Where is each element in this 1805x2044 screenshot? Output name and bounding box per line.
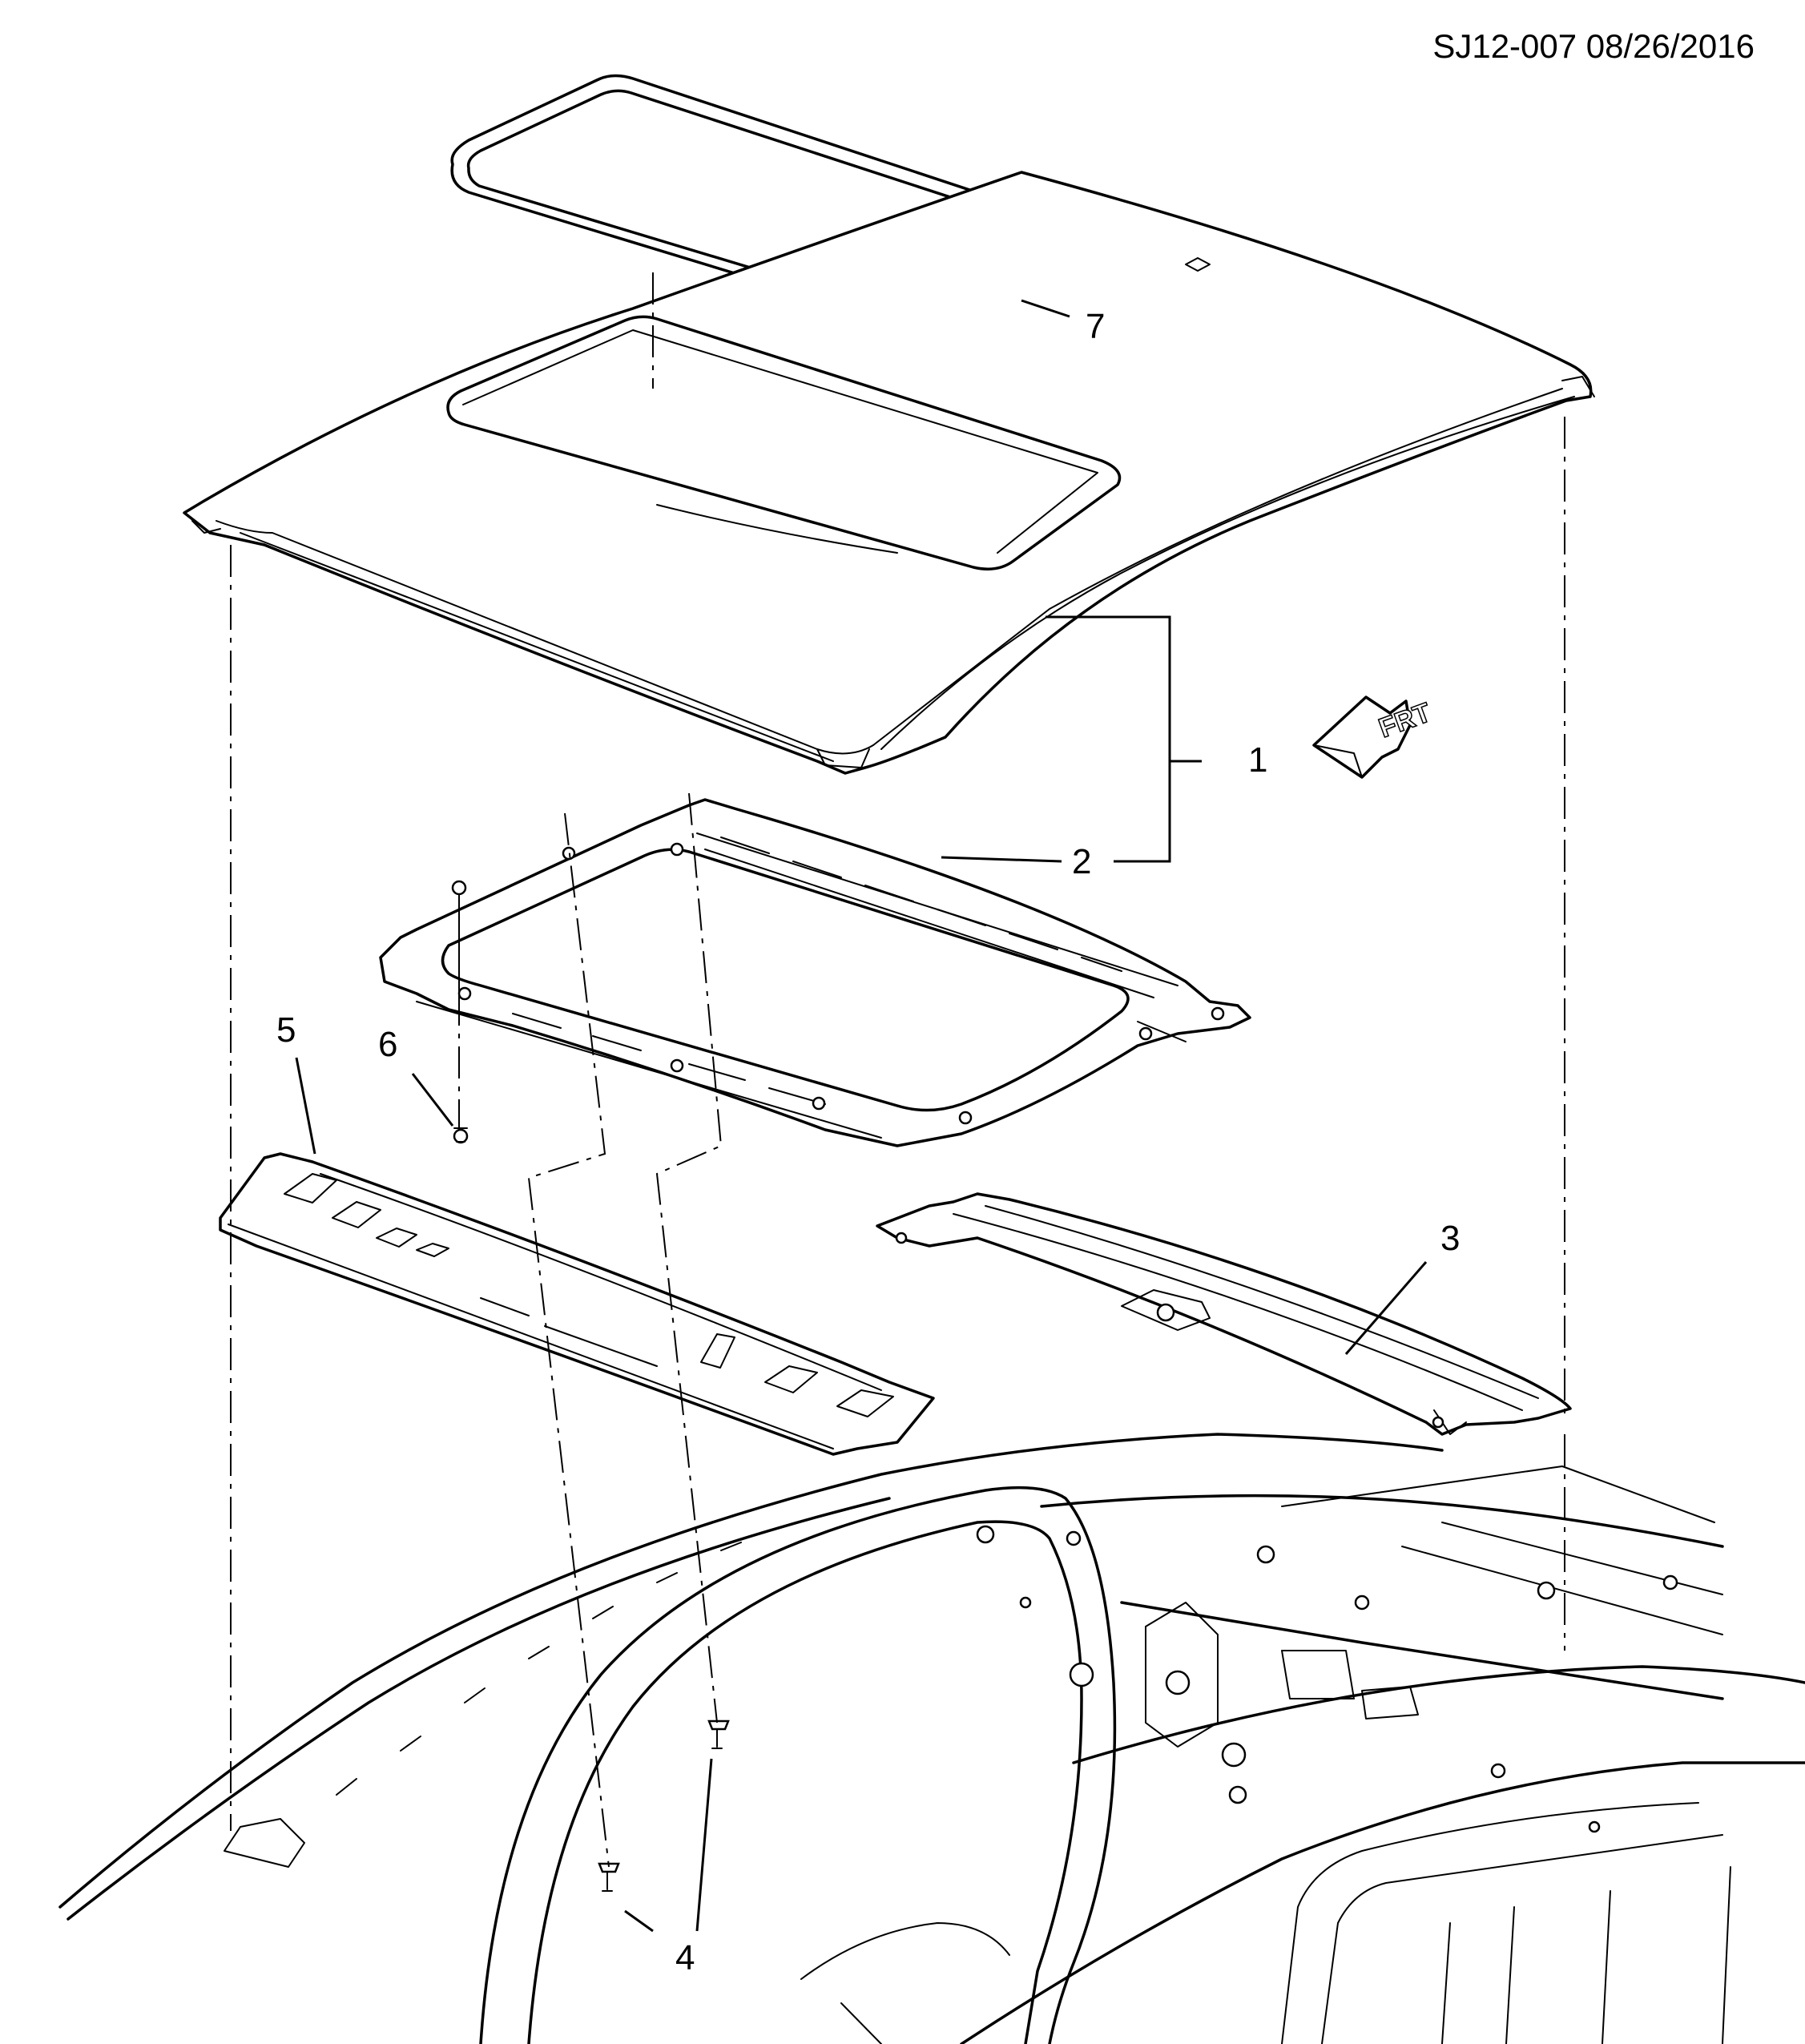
alignment-lines bbox=[230, 272, 1565, 1868]
pin-on-frame bbox=[451, 880, 467, 994]
front-header-panel bbox=[219, 1152, 935, 1456]
callout-3: 3 bbox=[1440, 1219, 1460, 1258]
callout-7: 7 bbox=[1086, 307, 1105, 346]
bolt-6 bbox=[453, 1127, 469, 1144]
front-direction-arrow-icon: FRT bbox=[1312, 695, 1436, 779]
leader-lines bbox=[295, 299, 1428, 1933]
callout-2: 2 bbox=[1072, 842, 1091, 881]
bolt-4b bbox=[707, 1719, 730, 1749]
body-structure bbox=[58, 1433, 1805, 2044]
callout-4: 4 bbox=[675, 1938, 695, 1977]
callout-6: 6 bbox=[378, 1025, 397, 1064]
sunroof-reinforcement-frame bbox=[379, 798, 1251, 1147]
diagram-code: SJ12-007 08/26/2016 bbox=[1432, 27, 1755, 65]
bolt-4a bbox=[598, 1862, 620, 1892]
callout-1: 1 bbox=[1248, 740, 1267, 780]
rear-roof-bow bbox=[876, 1192, 1572, 1436]
roof-panel bbox=[183, 171, 1595, 775]
callout-5: 5 bbox=[276, 1010, 296, 1050]
